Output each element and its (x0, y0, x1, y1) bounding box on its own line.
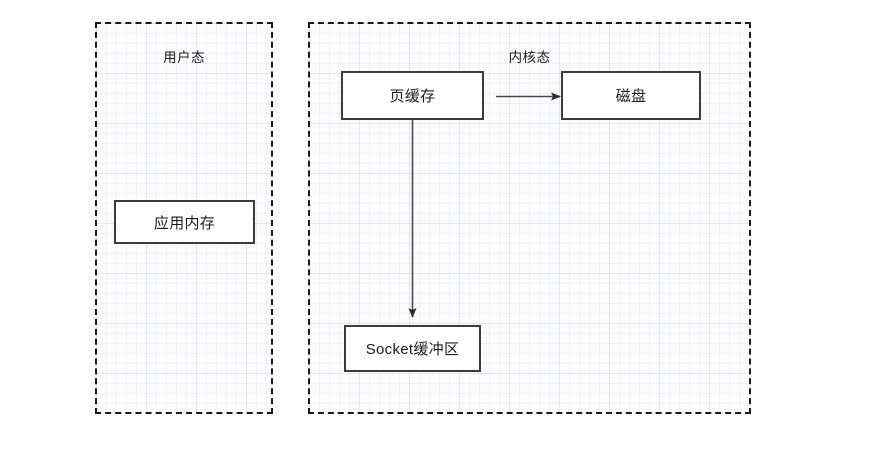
node-disk-label: 磁盘 (615, 88, 647, 105)
node-page-cache-label: 页缓存 (389, 88, 436, 105)
node-disk[interactable]: 磁盘 (561, 71, 701, 120)
node-app-memory[interactable]: 应用内存 (114, 200, 255, 244)
node-app-memory-label: 应用内存 (153, 214, 216, 232)
node-socket-buffer-label: Socket缓冲区 (365, 341, 460, 358)
node-page-cache[interactable]: 页缓存 (341, 71, 484, 120)
node-socket-buffer[interactable]: Socket缓冲区 (344, 325, 481, 372)
region-kernel-space-label: 内核态 (508, 50, 551, 65)
region-user-space-label: 用户态 (163, 50, 205, 65)
